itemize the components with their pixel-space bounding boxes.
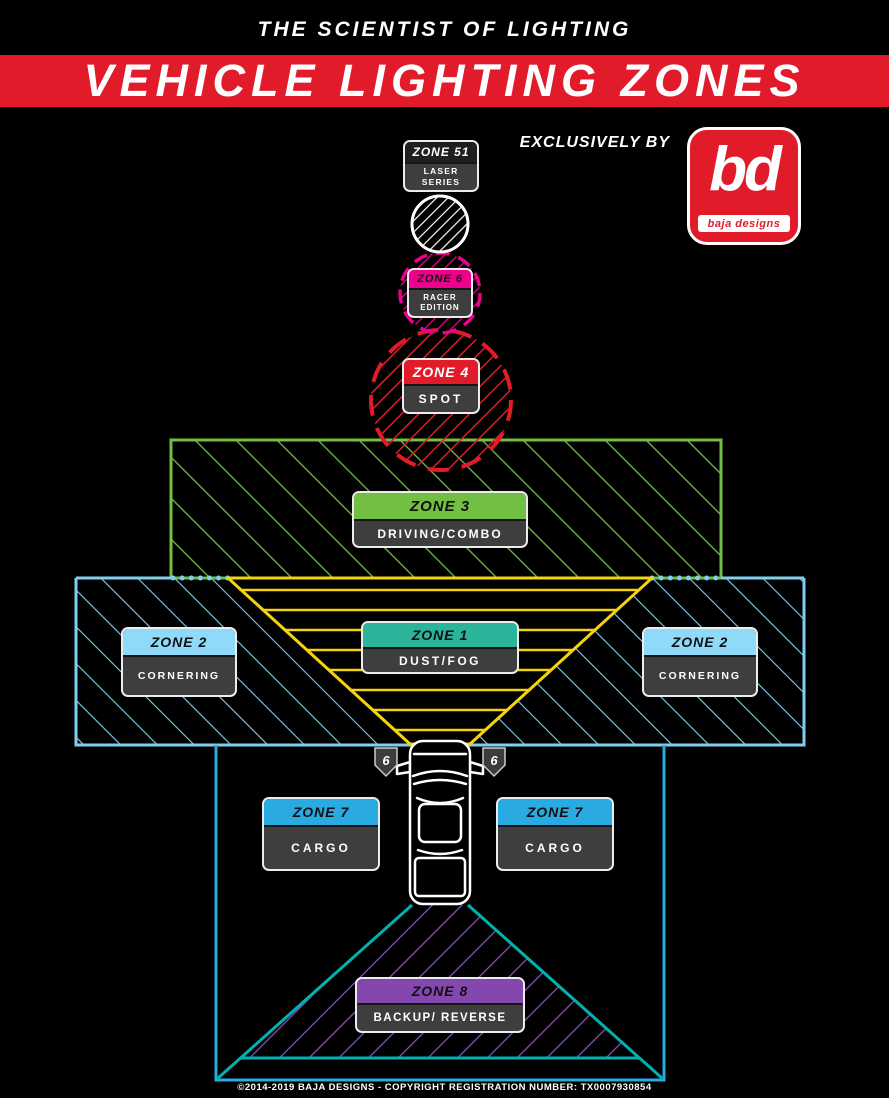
zone1-title: ZONE 1 (363, 623, 517, 649)
zone51-subtitle: LASER SERIES (421, 165, 461, 187)
zone6-title: ZONE 6 (409, 270, 471, 290)
title-banner: VEHICLE LIGHTING ZONES (0, 55, 889, 107)
vehicle (395, 739, 485, 906)
zone51-circle (410, 194, 470, 254)
zone7-left-subtitle: CARGO (291, 841, 351, 855)
zone2-left-subtitle: CORNERING (137, 670, 221, 682)
mirror-badge-right (482, 747, 506, 778)
zone4-label: ZONE 4 SPOT (402, 358, 480, 414)
logo-name: baja designs (698, 215, 790, 232)
zone8-subtitle: BACKUP/ REVERSE (373, 1012, 507, 1024)
zone6-label: ZONE 6 RACER EDITION (407, 268, 473, 318)
zone1-label: ZONE 1 DUST/FOG (361, 621, 519, 674)
zone2-label-left: ZONE 2 CORNERING (121, 627, 237, 697)
zone7-label-right: ZONE 7 CARGO (496, 797, 614, 871)
vehicle-hood-line (411, 769, 469, 778)
zone2-left-title: ZONE 2 (123, 629, 235, 657)
vehicle-roof (417, 802, 463, 844)
zone3-subtitle: DRIVING/COMBO (377, 526, 503, 541)
zone51-title: ZONE 51 (405, 142, 477, 164)
copyright: ©2014-2019 BAJA DESIGNS - COPYRIGHT REGI… (237, 1082, 652, 1093)
zone7-label-left: ZONE 7 CARGO (262, 797, 380, 871)
zone7-right-title: ZONE 7 (498, 799, 612, 827)
zone3-label: ZONE 3 DRIVING/COMBO (352, 491, 528, 548)
tagline: THE SCIENTIST OF LIGHTING (257, 18, 632, 41)
page-title: VEHICLE LIGHTING ZONES (83, 55, 806, 106)
zone1-subtitle: DUST/FOG (399, 653, 481, 668)
vehicle-rear-window (416, 848, 464, 856)
exclusively-by-label: EXCLUSIVELY BY (519, 134, 670, 151)
zone7-area-outline (214, 745, 666, 1082)
zone7-right-subtitle: CARGO (525, 841, 585, 855)
zone7-left-title: ZONE 7 (264, 799, 378, 827)
vehicle-mirror-left (395, 760, 412, 776)
zone8-beam-outline (216, 903, 664, 1081)
mirror-badge-right-number: 6 (490, 753, 498, 768)
zone8-title: ZONE 8 (357, 979, 523, 1005)
zone4-title: ZONE 4 (404, 360, 478, 386)
baja-designs-logo: bd baja designs (687, 127, 801, 245)
zone51-label: ZONE 51 LASER SERIES (403, 140, 479, 192)
zone2-right-subtitle: CORNERING (658, 670, 742, 682)
vehicle-bed (413, 856, 467, 898)
vehicle-mirror-right (468, 760, 485, 776)
mirror-badge-left (374, 747, 398, 778)
zone8-label: ZONE 8 BACKUP/ REVERSE (355, 977, 525, 1033)
vehicle-windshield-top (412, 778, 468, 786)
zone4-subtitle: SPOT (418, 392, 464, 406)
zone3-title: ZONE 3 (354, 493, 526, 521)
zone2-label-right: ZONE 2 CORNERING (642, 627, 758, 697)
mirror-badge-left-number: 6 (382, 753, 390, 768)
zone6-subtitle: RACER EDITION (420, 292, 460, 312)
mirror-badges: 6 6 (374, 747, 506, 778)
zone2-right-title: ZONE 2 (644, 629, 756, 657)
logo-monogram: bd (709, 134, 782, 204)
